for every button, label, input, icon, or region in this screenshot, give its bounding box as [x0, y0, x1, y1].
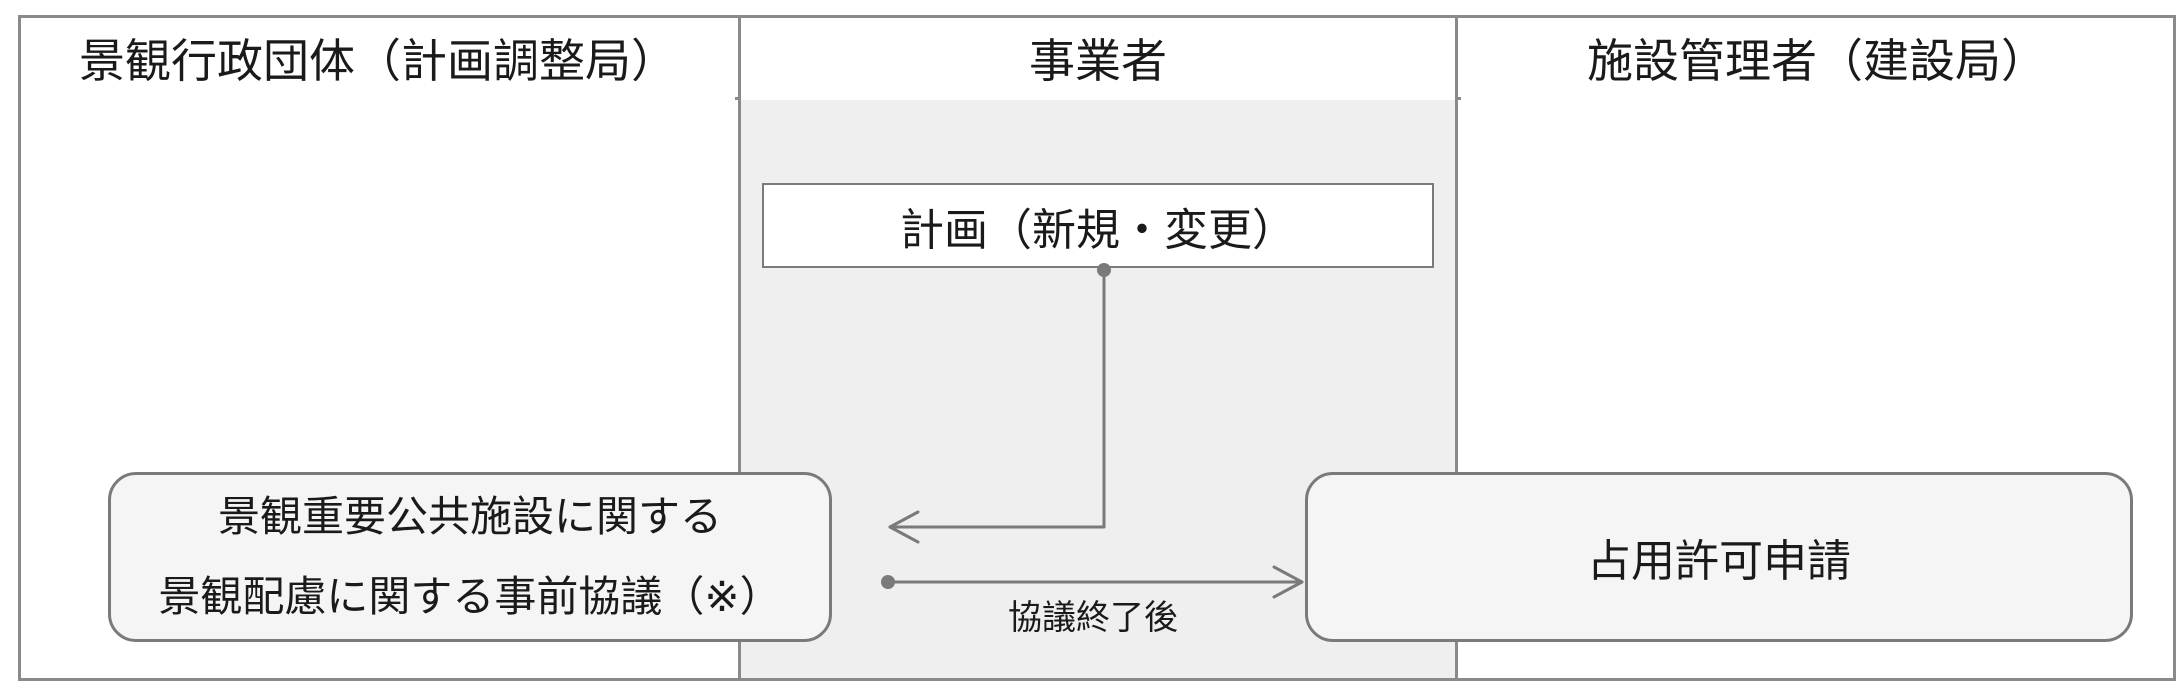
consultation-node-line-1: 景観重要公共施設に関する — [217, 492, 722, 541]
consultation-to-permit-arrowhead — [1272, 565, 1304, 599]
plan-to-consultation-arrowhead — [888, 510, 920, 544]
consultation-connector-start-dot — [881, 575, 895, 589]
permit-application-node: 占用許可申請 — [1305, 472, 2133, 642]
lane-header-landscape-authority: 景観行政団体（計画調整局） — [21, 15, 735, 100]
diagram-frame — [18, 15, 2176, 681]
plan-node: 計画（新規・変更） — [762, 183, 1434, 268]
plan-connector-start-dot — [1097, 263, 1111, 277]
lane-header-business-operator: 事業者 — [741, 15, 1455, 100]
consultation-node-line-2: 景観配慮に関する事前協議（※） — [158, 572, 782, 621]
after-consultation-label: 協議終了後 — [1008, 598, 1178, 638]
consultation-node: 景観重要公共施設に関する 景観配慮に関する事前協議（※） — [108, 472, 832, 642]
lane-header-facility-manager: 施設管理者（建設局） — [1461, 15, 2173, 100]
plan-to-consultation-connector — [888, 268, 1106, 529]
